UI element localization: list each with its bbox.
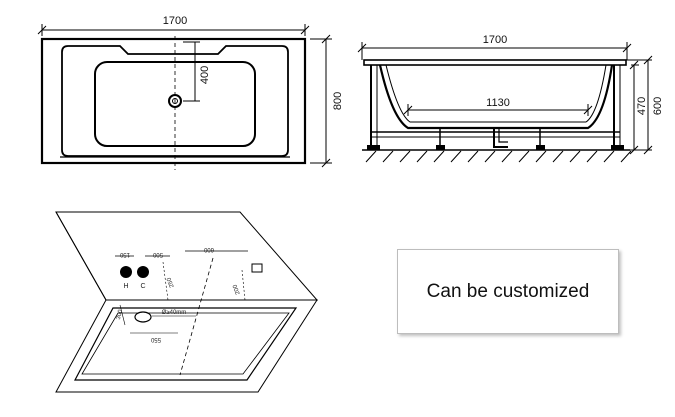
floor-plane xyxy=(55,299,318,393)
inner-bottom-label: 1130 xyxy=(486,97,510,109)
cold-tap-icon xyxy=(137,266,149,278)
customization-note-box: Can be customized xyxy=(397,249,619,334)
side-view: 1700 xyxy=(357,34,664,163)
dim-200-label: 200 xyxy=(232,283,241,295)
top-width-label: 800 xyxy=(332,92,344,110)
dim-250-label: 250 xyxy=(166,276,175,288)
drain-size-label: Ø≥40mm xyxy=(162,310,187,316)
top-length-label: 1700 xyxy=(163,15,187,27)
installation-view: H C 150 500 600 250 200 Ø≥40mm 300 550 xyxy=(55,211,319,393)
side-length-label: 1700 xyxy=(483,34,507,46)
cold-label: C xyxy=(140,283,145,290)
top-view: 1700 400 800 xyxy=(37,15,344,170)
side-tub-shell xyxy=(378,64,614,130)
dim-600-label: 600 xyxy=(203,246,214,252)
wall-plane xyxy=(55,211,319,301)
total-height-label: 600 xyxy=(652,97,664,115)
floor-drain-icon xyxy=(134,311,152,323)
drain-offset-label: 400 xyxy=(199,66,211,84)
top-basin xyxy=(94,61,256,147)
dim-300-label: 300 xyxy=(116,308,125,320)
dim-150-label: 150 xyxy=(119,251,130,257)
top-inner-rim xyxy=(61,45,289,157)
top-outer-rim xyxy=(40,37,307,165)
dim-500-label: 500 xyxy=(152,251,163,257)
dim-550-label: 550 xyxy=(150,336,161,342)
rim-height-label: 470 xyxy=(636,97,648,115)
hot-tap-icon xyxy=(120,266,132,278)
customization-note-text: Can be customized xyxy=(426,280,590,302)
outlet-box-icon xyxy=(251,263,263,273)
hot-label: H xyxy=(123,283,128,290)
